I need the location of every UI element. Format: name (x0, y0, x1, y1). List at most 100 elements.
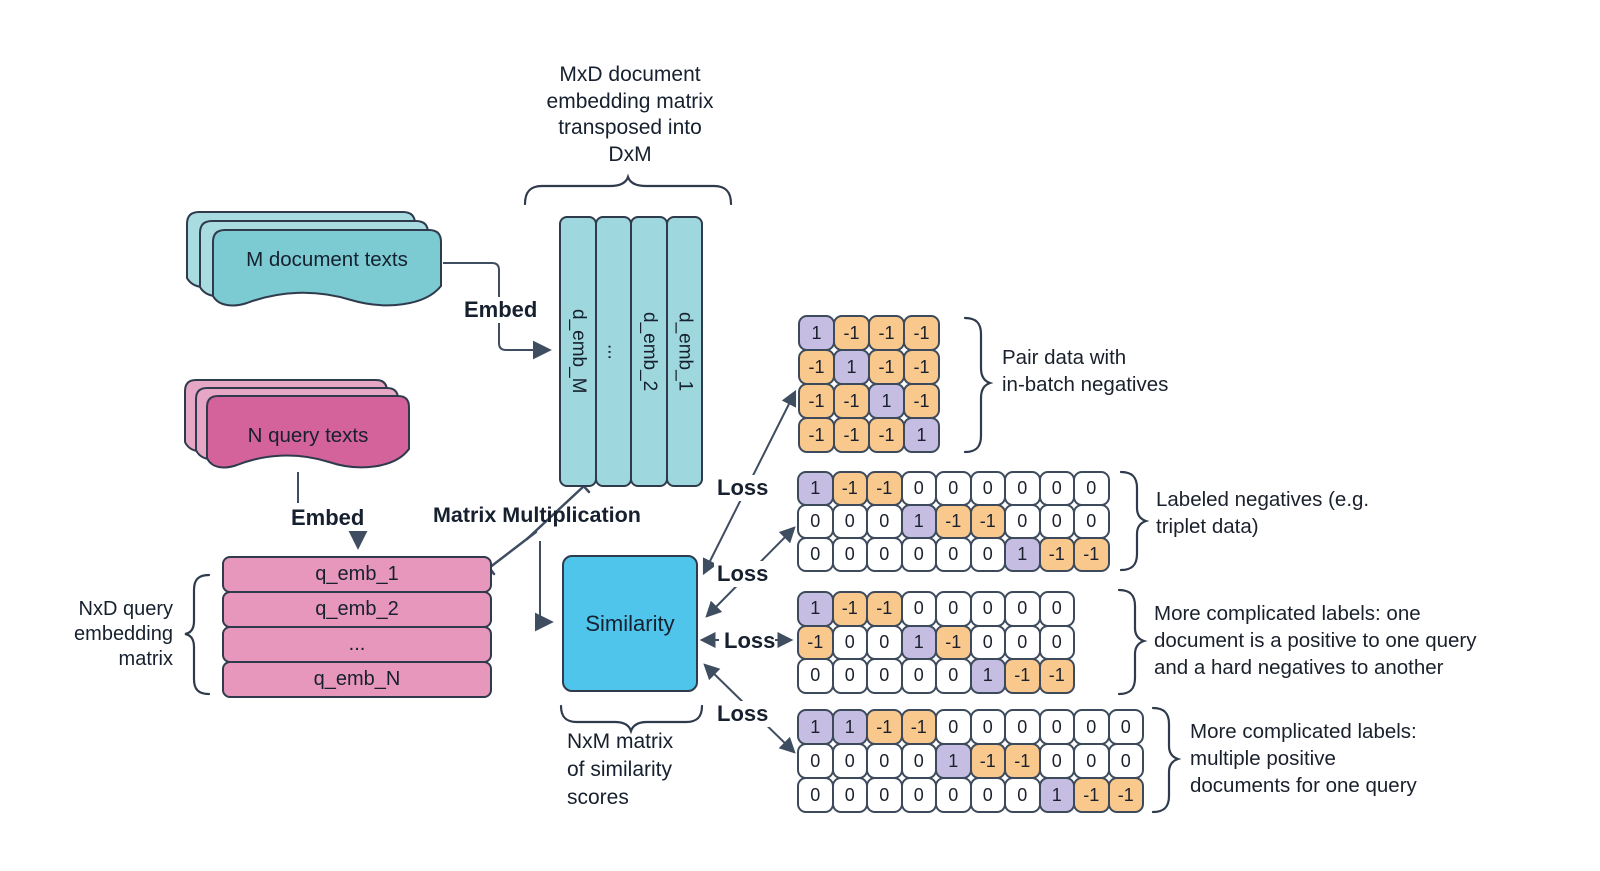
matrix-cell: -1 (866, 709, 903, 745)
matrix-cell: 0 (1004, 591, 1041, 627)
matrix-cell: 0 (935, 709, 972, 745)
matrix-cell: -1 (1038, 658, 1075, 694)
matrix-cell: 0 (1038, 743, 1075, 779)
matrix-cell: 0 (866, 743, 903, 779)
matrix4-caption: More complicated labels: multiple positi… (1190, 720, 1417, 797)
matrix-cell: 0 (969, 777, 1006, 813)
loss-label-1: Loss (714, 475, 772, 501)
matrix-cell: 0 (900, 591, 937, 627)
matrix-cell: 0 (1038, 709, 1075, 745)
query-embedding-row: q_emb_1 (222, 556, 492, 593)
matrix-cell: -1 (1107, 777, 1144, 813)
matrix3-brace (1117, 588, 1148, 696)
matrix-cell: 0 (935, 537, 972, 572)
matrix-cell: 1 (1038, 777, 1075, 813)
matrix-cell: -1 (868, 417, 905, 453)
matrix-cell: -1 (831, 471, 868, 506)
matrix-cell: 1 (969, 658, 1006, 694)
matrix-cell: 0 (1004, 504, 1041, 539)
matrix-cell: -1 (868, 349, 905, 385)
matrix-cell: 0 (935, 777, 972, 813)
similarity-label: Similarity (585, 610, 675, 636)
matrix-cell: 0 (969, 537, 1006, 572)
matrix-cell: 0 (1004, 624, 1041, 660)
matrix-cell: 0 (1073, 471, 1110, 506)
dxm-brace (523, 173, 733, 206)
matrix-cell: 0 (1038, 591, 1075, 627)
document-stack-icon (186, 211, 442, 307)
matrix-cell: 0 (797, 504, 834, 539)
matrix-cell: 0 (1038, 471, 1075, 506)
query-embedding-row: q_emb_2 (222, 591, 492, 628)
loss-label-2: Loss (714, 561, 772, 587)
matrix-cell: 0 (797, 658, 834, 694)
similarity-brace (559, 704, 704, 735)
doc-embedding-matrix: d_emb_M ... d_emb_2 d_emb_1 (559, 216, 703, 487)
matrix-cell: 0 (900, 743, 937, 779)
matrix-cell: 0 (797, 743, 834, 779)
matrix-cell: 0 (1038, 624, 1075, 660)
matrix-cell: -1 (1073, 777, 1110, 813)
matrix-cell: -1 (833, 383, 870, 419)
doc-matrix-caption: MxD document embedding matrix transposed… (546, 63, 714, 166)
matrix1-brace (963, 316, 994, 454)
matrix-cell: 0 (935, 591, 972, 627)
matrix-cell: -1 (969, 504, 1006, 539)
matrix2-caption: Labeled negatives (e.g. triplet data) (1156, 488, 1370, 538)
matrix-cell: 0 (831, 658, 868, 694)
matrix-cell: 1 (797, 591, 834, 627)
matrix-cell: 0 (1038, 504, 1075, 539)
matrix-cell: 0 (1004, 471, 1041, 506)
matrix-cell: 0 (935, 471, 972, 506)
braces (184, 173, 1182, 814)
matrix-cell: 1 (797, 471, 834, 506)
matrix-cell: -1 (1004, 658, 1041, 694)
matrix-cell: 0 (831, 743, 868, 779)
matrix-cell: 0 (831, 624, 868, 660)
query-embedding-matrix: q_emb_1 q_emb_2 ... q_emb_N (222, 556, 492, 698)
matrix-cell: 0 (831, 504, 868, 539)
query-embedding-row: ... (222, 626, 492, 663)
doc-embedding-column: d_emb_2 (630, 216, 668, 487)
matrix-cell: 1 (868, 383, 905, 419)
matrix-cell: 0 (866, 777, 903, 813)
matrix-cell: 0 (969, 591, 1006, 627)
matrix-cell: -1 (903, 349, 940, 385)
matrix-cell: -1 (903, 383, 940, 419)
matrix-cell: 0 (831, 537, 868, 572)
matrix-cell: 1 (1004, 537, 1041, 572)
matrix-cell: -1 (833, 417, 870, 453)
matrix-cell: 1 (903, 417, 940, 453)
matrix-cell: 0 (1004, 777, 1041, 813)
query-matrix-label: NxD query embedding matrix (74, 598, 173, 670)
matrix-cell: 0 (866, 624, 903, 660)
similarity-caption: NxM matrix of similarity scores (567, 730, 674, 809)
matrix-cell: 0 (866, 537, 903, 572)
matrix-cell: -1 (798, 349, 835, 385)
matrix1-caption: Pair data with in-batch negatives (1002, 346, 1169, 396)
similarity-input-arrow (534, 541, 554, 632)
query-stack-icon (184, 379, 410, 469)
matrix-cell: -1 (798, 383, 835, 419)
matrix-cell: 0 (797, 777, 834, 813)
matrix-cell: 0 (1073, 743, 1110, 779)
matrix-cell: 0 (900, 777, 937, 813)
matrix-cell: 0 (900, 658, 937, 694)
matrix-cell: -1 (866, 591, 903, 627)
matrix-cell: -1 (900, 709, 937, 745)
embed-bottom-label: Embed (288, 505, 368, 531)
doc-embedding-column: ... (594, 216, 632, 487)
matrix-cell: 1 (798, 315, 835, 351)
matrix-cell: 0 (935, 658, 972, 694)
matrix3-caption: More complicated labels: one document is… (1154, 602, 1477, 679)
embed-top-label: Embed (461, 297, 541, 323)
matrix-cell: -1 (1038, 537, 1075, 572)
matrix-cell: 0 (866, 658, 903, 694)
matrix-cell: 0 (969, 624, 1006, 660)
loss-label-3: Loss (724, 628, 776, 653)
similarity-box: Similarity (562, 555, 698, 692)
matrix-cell: 0 (900, 471, 937, 506)
